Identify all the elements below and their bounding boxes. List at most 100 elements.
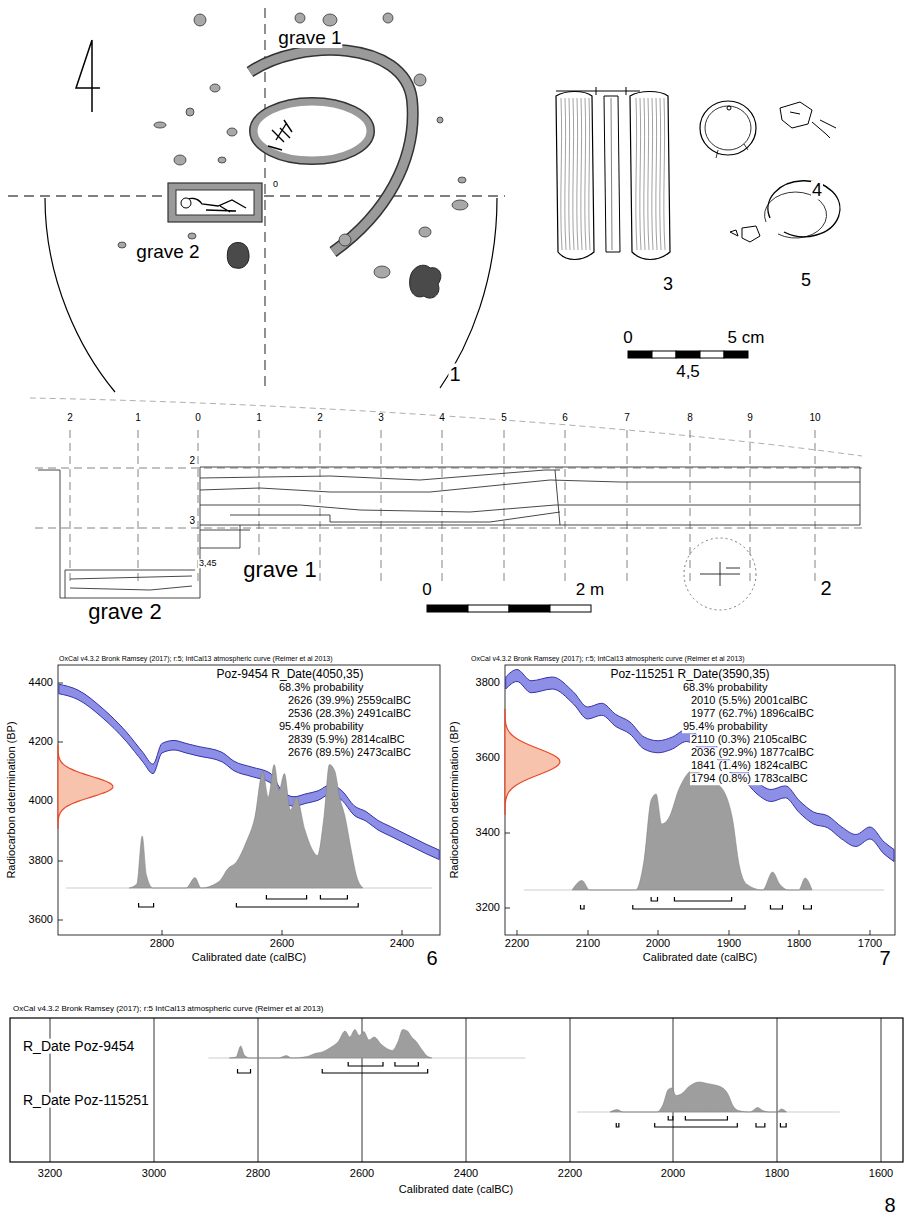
drawing-stroke (770, 905, 782, 909)
drawing-stroke (250, 50, 413, 252)
grid-number: 9 (746, 413, 754, 424)
drawing-stroke (200, 470, 560, 480)
drawing-stroke (402, 930, 403, 935)
drawing-stroke (184, 198, 246, 212)
panel-number: 2 (819, 578, 832, 599)
range-label: 1841 (1.4%) 1824calBC (690, 760, 809, 772)
tick-label: 1800 (786, 938, 812, 950)
scale-label: 0 (421, 581, 432, 599)
depth-label: 3 (188, 516, 196, 527)
tick-label: 2000 (660, 1168, 686, 1180)
tick-label: 4000 (28, 795, 54, 807)
chart-header: OxCal v4.3.2 Bronk Ramsey (2017); r:5 In… (12, 1005, 324, 1013)
drawing-stroke (588, 930, 589, 935)
tick-label: 2100 (575, 938, 601, 950)
calibration-chart (505, 665, 895, 935)
tick-label: 3600 (475, 752, 501, 764)
grid-number: 6 (561, 413, 569, 424)
tick-label: 2200 (557, 1168, 583, 1180)
drawing-stroke (200, 505, 860, 512)
drawing-stroke (452, 200, 468, 210)
drawing-stroke (780, 102, 836, 138)
drawing-stroke (437, 117, 443, 123)
depth-label: 3,45 (198, 559, 218, 568)
drawing-stroke (652, 98, 653, 250)
drawing-stroke (630, 92, 670, 260)
drawing-stroke (70, 430, 71, 582)
drawing-stroke (556, 87, 640, 95)
drawing-stroke (176, 190, 254, 215)
axis-title: Radiocarbon determination (BP) (6, 720, 18, 879)
range-label: 2839 (5.9%) 2814calBC (287, 734, 406, 746)
drawing-stroke (724, 351, 748, 358)
drawing-stroke (58, 665, 440, 935)
drawing-stroke (550, 605, 591, 612)
drawing-stroke (227, 243, 249, 269)
probability-label: 68.3% probability (682, 682, 768, 694)
drawing-stroke (668, 1116, 673, 1120)
tick-label: 3800 (28, 855, 54, 867)
drawing-stroke (200, 530, 250, 531)
row-label: R_Date Poz-115251 (22, 1093, 150, 1108)
drawing-stroke (652, 351, 676, 358)
grave-label: grave 2 (135, 242, 200, 262)
drawing-stroke (162, 930, 163, 935)
drawing-stroke (660, 98, 661, 250)
drawing-stroke (815, 430, 816, 582)
drawing-stroke (648, 98, 649, 250)
drawing-stroke (266, 895, 306, 899)
drawing-stroke (339, 234, 351, 246)
drawing-stroke (383, 13, 393, 23)
drawing-stroke (505, 709, 560, 814)
axis-title: Calibrated date (calBC) (191, 952, 307, 964)
drawing-stroke (705, 106, 751, 150)
drawing-stroke (700, 101, 756, 155)
drawing-stroke (440, 198, 497, 388)
grid-number: 0 (194, 413, 202, 424)
drawing-stroke (76, 40, 100, 112)
drawing-stroke (58, 742, 63, 743)
drawing-stroke (581, 98, 582, 250)
drawing-stroke (168, 183, 262, 222)
drawing-stroke (604, 96, 620, 252)
drawing-stroke (118, 242, 126, 248)
drawing-stroke (610, 1082, 787, 1112)
drawing-stroke (58, 861, 63, 862)
tick-label: 2800 (149, 938, 175, 950)
drawing-stroke (282, 930, 283, 935)
artifact-drawings (556, 87, 840, 358)
drawing-stroke (174, 155, 186, 165)
drawing-stroke (236, 903, 358, 907)
drawing-stroke (611, 98, 612, 250)
drawing-stroke (414, 74, 426, 86)
drawing-stroke (756, 1123, 765, 1127)
drawing-stroke (410, 265, 441, 298)
range-label: 2036 (92.9%) 1877calBC (690, 747, 815, 759)
drawing-stroke (181, 198, 191, 208)
drawing-stroke (45, 198, 115, 392)
drawing-stroke (768, 181, 840, 237)
range-label: 2626 (39.9%) 2559calBC (287, 695, 412, 707)
drawing-stroke (577, 98, 578, 250)
drawing-stroke (419, 227, 431, 237)
drawing-stroke (194, 14, 206, 26)
drawing-stroke (750, 430, 751, 582)
drawing-stroke (35, 468, 865, 469)
drawing-stroke (581, 905, 585, 909)
grid-number: 1 (134, 413, 142, 424)
drawing-stroke (322, 1069, 427, 1073)
find-number: 4,5 (675, 363, 701, 381)
range-label: 2536 (28.3%) 2491calBC (287, 708, 412, 720)
panel-number: 6 (425, 948, 438, 969)
drawing-stroke (565, 430, 566, 582)
drawing-stroke (188, 233, 196, 239)
drawing-stroke (30, 398, 862, 456)
section-drawing (30, 398, 865, 612)
find-number: 5 (800, 271, 812, 290)
drawing-stroke (323, 14, 337, 26)
scale-label: 5 cm (727, 329, 766, 347)
drawing-stroke (65, 570, 195, 598)
drawing-stroke (395, 1062, 418, 1066)
axis-title: Calibrated date (calBC) (398, 1184, 514, 1196)
